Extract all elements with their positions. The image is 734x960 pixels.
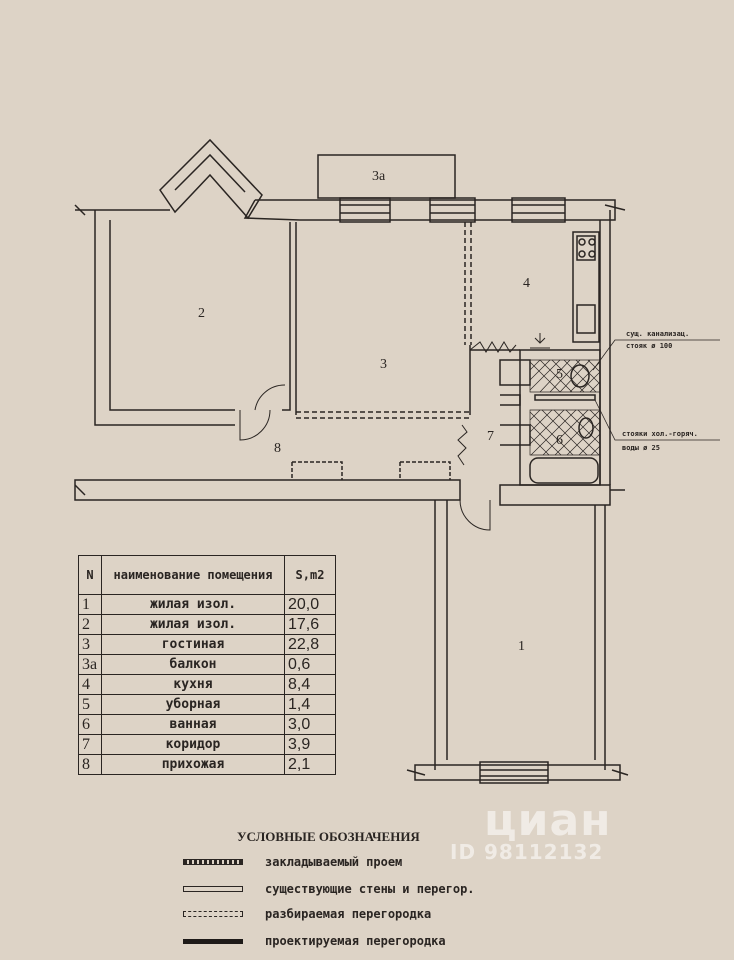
filled-opening-swatch (183, 859, 243, 865)
room-label: 3 (380, 357, 387, 372)
legend-item: существующие стены и перегор. (183, 881, 475, 897)
header-n: N (78, 555, 102, 595)
room-label: 7 (487, 429, 494, 444)
sewer-note: сущ. канализац. (626, 330, 689, 338)
header-area: S,m2 (284, 555, 336, 595)
room-label: 4 (523, 276, 530, 291)
legend-item: закладываемый проем (183, 854, 402, 870)
water-note: воды ø 25 (622, 444, 660, 452)
window (339, 197, 391, 223)
bay-window (159, 138, 263, 220)
window (479, 761, 549, 784)
header-name: наименование помещения (101, 555, 285, 595)
sewer-note: стояк ø 100 (626, 342, 672, 350)
watermark: циан ID 98112132 (448, 795, 612, 864)
legend-item: разбираемая перегородка (183, 906, 431, 922)
room-label: 3a (372, 169, 386, 184)
bathtub (529, 457, 599, 484)
room-label: 2 (198, 306, 205, 321)
legend-item: проектируемая перегородка (183, 933, 446, 949)
room-label: 8 (274, 441, 281, 456)
room-1-walls (414, 500, 621, 781)
water-note: стояки хол.-горяч. (622, 430, 698, 438)
watermark-brand: циан (484, 795, 612, 846)
table-header: N наименование помещения S,m2 (78, 555, 336, 595)
wall-middle (74, 479, 611, 506)
new-partition-swatch (183, 938, 243, 944)
room-label: 5 (556, 367, 563, 382)
legend-title: УСЛОВНЫЕ ОБОЗНАЧЕНИЯ (237, 829, 420, 844)
wall-top (75, 199, 616, 221)
wall-left (94, 210, 235, 426)
sink (578, 417, 594, 439)
watermark-id: ID 98112132 (450, 840, 604, 864)
room-label: 6 (556, 433, 563, 448)
removed-partition-swatch (183, 911, 243, 917)
window (511, 197, 566, 223)
toilet (570, 364, 590, 388)
window (429, 197, 476, 223)
balcony-3a (317, 154, 456, 199)
room-label: 1 (518, 639, 525, 654)
existing-wall-swatch (183, 886, 243, 892)
wall-right (599, 210, 611, 485)
